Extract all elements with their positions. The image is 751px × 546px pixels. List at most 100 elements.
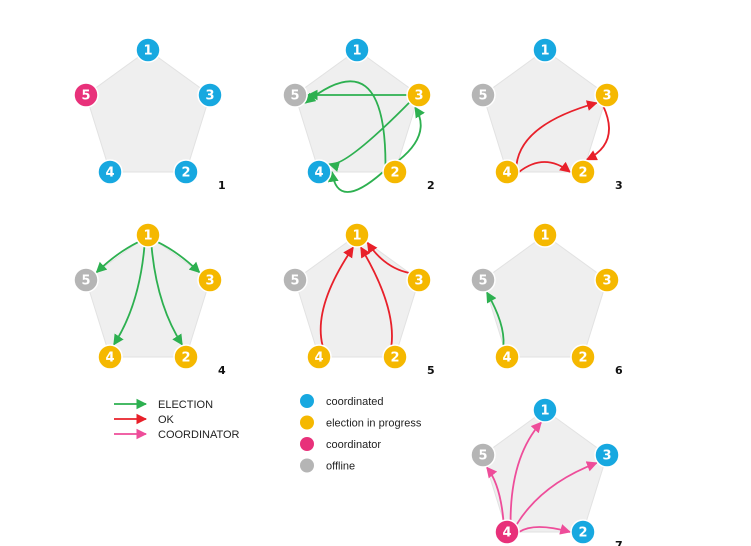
pentagon-background <box>294 234 420 358</box>
node-5: 5 <box>470 442 496 468</box>
panel-number: 6 <box>615 364 623 377</box>
node-circle <box>382 344 408 370</box>
node-2: 2 <box>173 344 199 370</box>
legend-swatch <box>300 458 314 473</box>
node-2: 2 <box>382 344 408 370</box>
node-circle <box>470 267 496 293</box>
node-5: 5 <box>73 82 99 108</box>
node-label: 1 <box>540 44 549 59</box>
state-legend: coordinated election in progress coordinat… <box>300 394 422 473</box>
node-circle <box>73 82 99 108</box>
node-label: 4 <box>502 166 511 181</box>
pentagon-background <box>482 49 608 173</box>
node-label: 2 <box>578 351 587 366</box>
legend-swatch <box>300 415 314 430</box>
node-circle <box>97 159 123 185</box>
node-4: 4 <box>306 159 332 185</box>
pentagon-background <box>482 409 608 533</box>
node-3: 3 <box>594 442 620 468</box>
node-label: 1 <box>540 229 549 244</box>
node-4: 4 <box>494 344 520 370</box>
node-label: 2 <box>578 166 587 181</box>
pentagon-background <box>294 49 420 173</box>
node-label: 4 <box>502 526 511 541</box>
node-1: 1 <box>135 222 161 248</box>
panel-number: 3 <box>615 179 623 192</box>
pentagon-background <box>482 234 608 358</box>
node-circle <box>570 519 596 545</box>
node-label: 1 <box>352 229 361 244</box>
node-2: 2 <box>173 159 199 185</box>
node-circle <box>382 159 408 185</box>
node-2: 2 <box>570 159 596 185</box>
node-circle <box>570 344 596 370</box>
node-4: 4 <box>494 519 520 545</box>
node-circle <box>406 267 432 293</box>
node-2: 2 <box>570 519 596 545</box>
legend-swatch <box>300 394 314 408</box>
node-label: 3 <box>205 89 214 104</box>
arrow-2-to-3 <box>398 106 425 162</box>
legend-label: OK <box>158 414 175 426</box>
node-2: 2 <box>570 344 596 370</box>
node-3: 3 <box>197 267 223 293</box>
legend-item-ok: OK <box>114 413 175 426</box>
arrow-3-to-2 <box>585 106 610 161</box>
node-label: 5 <box>81 274 90 289</box>
node-1: 1 <box>135 37 161 63</box>
arrow-2-to-5 <box>304 80 387 165</box>
node-label: 4 <box>105 351 114 366</box>
node-label: 4 <box>314 351 323 366</box>
arrow-4-to-1 <box>509 421 542 521</box>
panel-number: 2 <box>427 179 435 192</box>
node-circle <box>197 267 223 293</box>
node-label: 1 <box>143 44 152 59</box>
node-circle <box>344 222 370 248</box>
legend-label: coordinated <box>326 396 384 408</box>
node-5: 5 <box>470 82 496 108</box>
node-circle <box>306 159 332 185</box>
node-label: 5 <box>478 449 487 464</box>
panel-number: 5 <box>427 364 435 377</box>
node-1: 1 <box>532 37 558 63</box>
node-label: 4 <box>314 166 323 181</box>
node-circle <box>135 37 161 63</box>
arrow-3-to-4 <box>328 101 411 172</box>
node-label: 5 <box>290 274 299 289</box>
node-label: 1 <box>143 229 152 244</box>
arrow-4-to-5 <box>486 291 505 346</box>
node-5: 5 <box>73 267 99 293</box>
node-3: 3 <box>197 82 223 108</box>
node-1: 1 <box>344 37 370 63</box>
arrow-4-to-5 <box>486 466 505 521</box>
node-3: 3 <box>406 82 432 108</box>
node-label: 4 <box>502 351 511 366</box>
node-label: 1 <box>352 44 361 59</box>
node-circle <box>73 267 99 293</box>
legend-item-coordinator: coordinator <box>300 437 381 451</box>
node-circle <box>494 519 520 545</box>
legend-label: election in progress <box>326 418 422 430</box>
legend-item-coordinated: coordinated <box>300 394 384 408</box>
node-4: 4 <box>494 159 520 185</box>
legend-swatch <box>300 437 314 451</box>
arrow-1-to-2 <box>150 246 183 346</box>
node-circle <box>594 82 620 108</box>
node-5: 5 <box>470 267 496 293</box>
node-5: 5 <box>282 267 308 293</box>
legend-label: ELECTION <box>158 399 213 411</box>
panel-number: 1 <box>218 179 226 192</box>
panel-number: 4 <box>218 364 226 377</box>
node-circle <box>470 442 496 468</box>
node-label: 2 <box>181 351 190 366</box>
legend-item-election: ELECTION <box>114 398 213 411</box>
node-circle <box>406 82 432 108</box>
node-circle <box>344 37 370 63</box>
